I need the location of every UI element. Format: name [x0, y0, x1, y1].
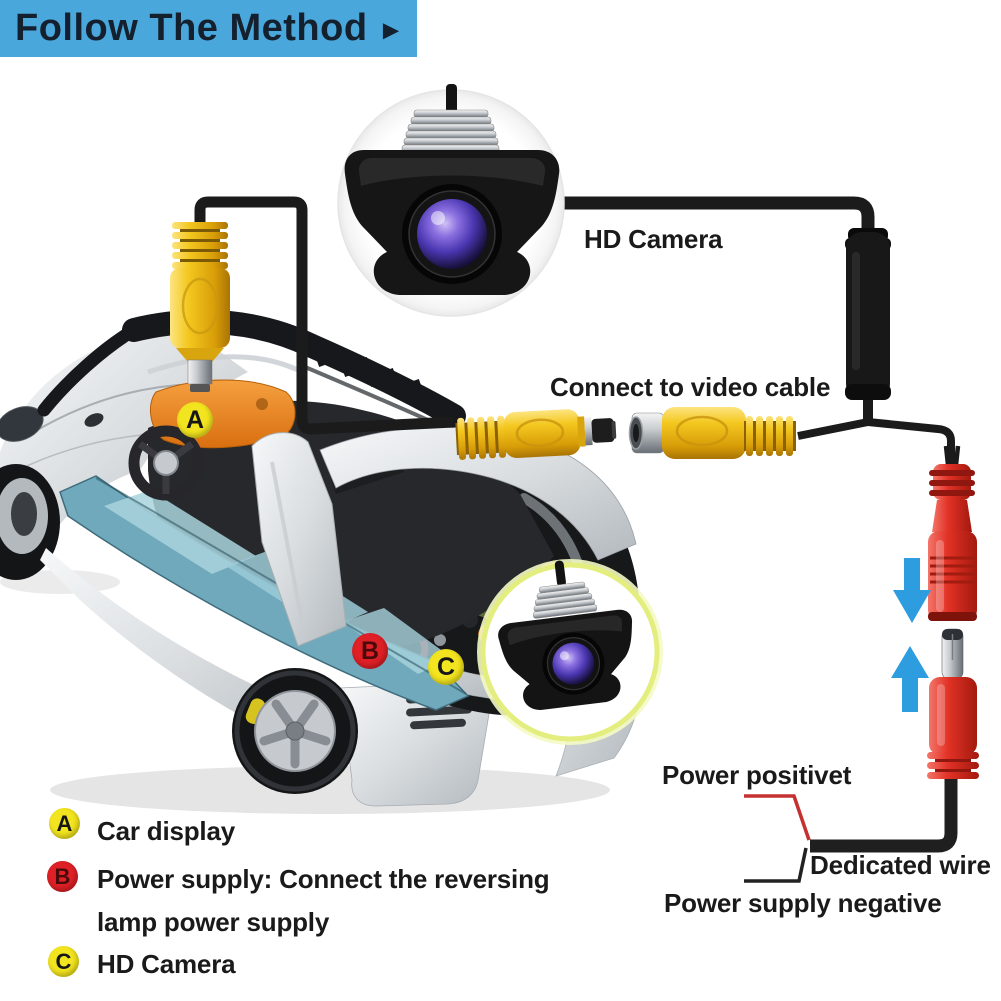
rca-plug-video-male [455, 409, 617, 460]
play-icon: ► [377, 14, 405, 45]
hd-camera-label: HD Camera [584, 224, 723, 254]
title-banner: Follow The Method ► [0, 0, 417, 57]
negative-wire [744, 847, 808, 883]
cable-junction [845, 228, 891, 400]
hd-camera-photo-small [477, 559, 663, 745]
dc-jack-power-female [928, 464, 977, 621]
rca-plug-display [170, 222, 230, 392]
legend-label-a: Car display [97, 816, 235, 846]
power-positive-label: Power positivet [662, 760, 852, 790]
display-cable [194, 196, 455, 435]
dc-plug-power-male [927, 628, 979, 779]
marker-b-power: B [352, 633, 388, 669]
positive-wire [744, 794, 811, 841]
connect-video-label: Connect to video cable [550, 372, 831, 402]
arrow-up-icon [891, 646, 929, 712]
legend-badge-a: A [49, 808, 80, 839]
power-negative-label: Power supply negative [664, 888, 942, 918]
rear-wheel [232, 668, 358, 794]
steering-wheel [128, 425, 204, 501]
page-title: Follow The Method [15, 7, 368, 49]
camera-cable [562, 196, 875, 236]
legend-label-b: Power supply: Connect the reversing [97, 864, 550, 894]
legend-label-c: HD Camera [97, 949, 236, 979]
dedicated-wire-cable [810, 772, 958, 853]
legend-label-b-line2: lamp power supply [97, 907, 330, 937]
cables [194, 196, 961, 853]
arrow-down-icon [893, 558, 931, 623]
marker-a-display: A [177, 402, 213, 438]
legend-badge-c: C [48, 946, 79, 977]
dedicated-wire-label: Dedicated wire [810, 850, 991, 880]
marker-c-camera: C [428, 649, 464, 685]
hd-camera-photo [337, 84, 565, 317]
rca-jack-video-female [628, 407, 796, 459]
legend-badge-b: B [47, 861, 78, 892]
